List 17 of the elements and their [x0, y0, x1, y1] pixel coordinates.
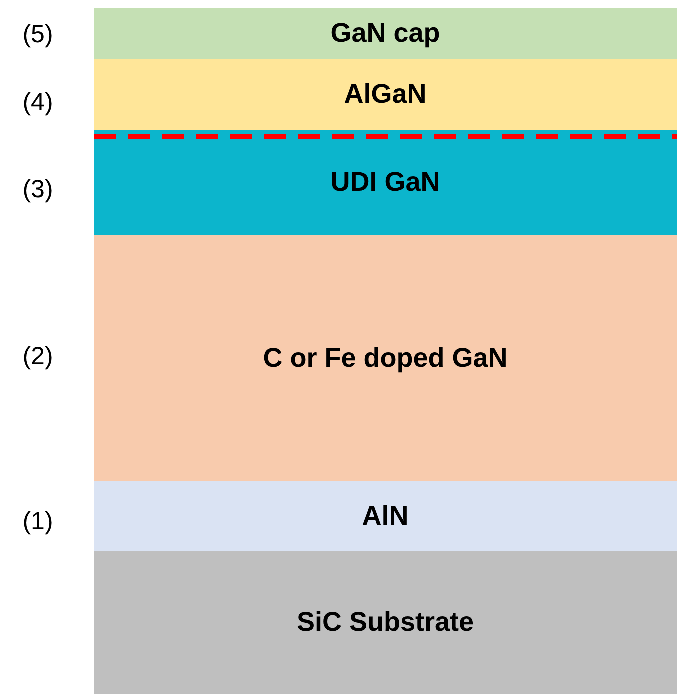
layer-label: GaN cap: [330, 18, 440, 49]
layer-band: [94, 551, 677, 694]
layer-number: (1): [22, 508, 54, 536]
layer-label: SiC Substrate: [296, 607, 474, 638]
layer-band: [94, 481, 677, 551]
layer-band: [94, 59, 677, 130]
layer-label: AlN: [362, 500, 409, 532]
layer-band: [94, 8, 677, 59]
layer-label: AlGaN: [344, 79, 427, 110]
layer-number: (3): [22, 176, 54, 204]
layer-label: C or Fe doped GaN: [263, 342, 508, 374]
layer-number: (2): [22, 342, 54, 372]
layer-number: (5): [22, 20, 54, 50]
layer-band: [94, 130, 677, 235]
layer-number: (4): [22, 88, 54, 118]
layer-band: [94, 235, 677, 481]
layer-label: UDI GaN: [330, 167, 440, 198]
